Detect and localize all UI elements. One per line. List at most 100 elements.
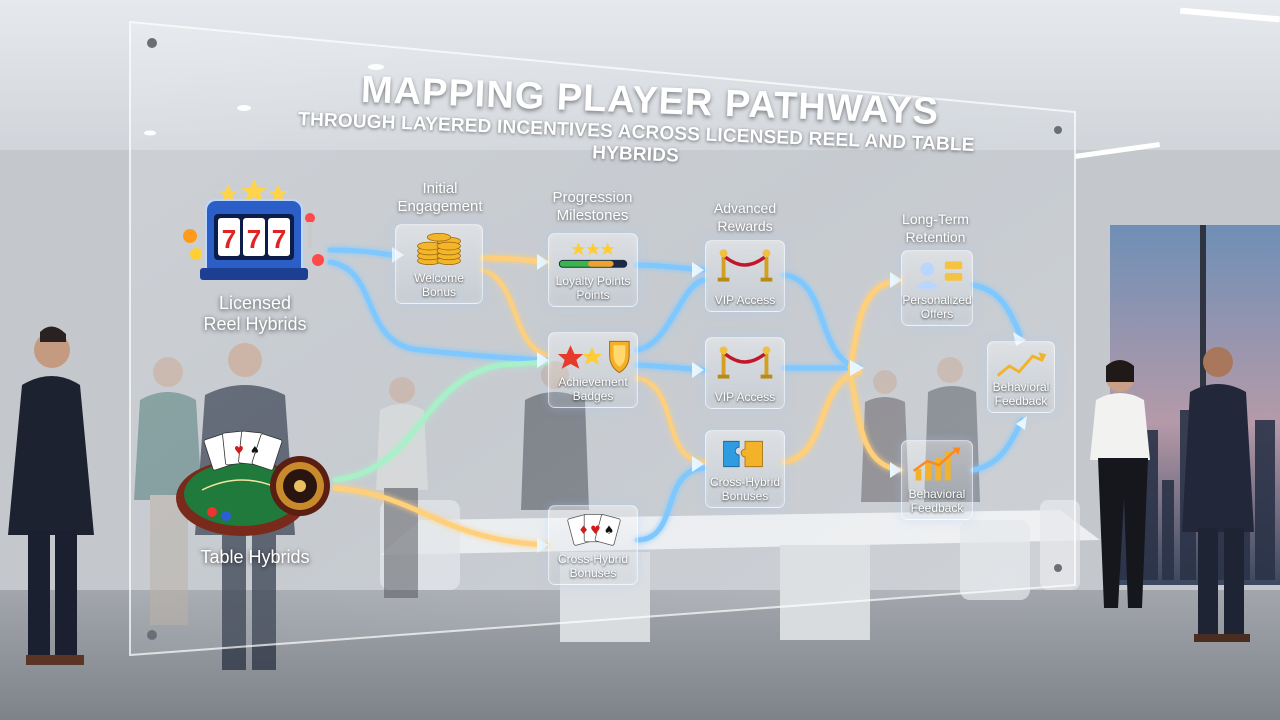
node-label: Welcome (414, 271, 464, 285)
glass-pane (129, 20, 1076, 657)
svg-text:♥: ♥ (590, 523, 601, 537)
arrowhead-icon (1016, 416, 1027, 430)
source-label-line: Licensed (218, 293, 292, 313)
user-profile-icon (915, 261, 963, 289)
node-label: Cross-Hybrid (557, 552, 628, 566)
arrowhead-icon (692, 262, 704, 278)
svg-text:♠: ♠ (250, 444, 260, 457)
stage-label-line: Engagement (397, 198, 483, 215)
node-label: Feedback (994, 394, 1048, 408)
source-table-hybrids: Table Hybrids (200, 547, 310, 567)
stage-label-line: Rewards (717, 218, 773, 234)
arrowhead-icon (850, 360, 864, 376)
svg-text:7: 7 (222, 224, 236, 254)
flow-cross-mid-to-hub (781, 369, 863, 465)
node-label: Loyalty Points (555, 274, 631, 288)
node-label: Bonuses (569, 566, 617, 580)
node-label: Cross-Hybrid (709, 475, 780, 489)
flow-reel-to-achievement (327, 259, 550, 363)
flow-cross-low-to-cross-mid (634, 465, 707, 543)
node-cross-hybrid-bonuses-mid: Cross-Hybrid Bonuses (705, 430, 785, 508)
node-personalized-offers: Personalized Offers (901, 250, 973, 326)
star-progress-icon (558, 242, 628, 268)
velvet-rope-icon (717, 346, 773, 379)
arrowhead-icon (537, 537, 549, 553)
slot-machine-icon: 7 7 7 (183, 179, 324, 280)
stage-label-line: Long-Term (902, 211, 969, 227)
coin-stack-icon (417, 232, 461, 266)
source-licensed-reel-hybrids: Licensed Reel Hybrids (175, 293, 335, 335)
flow-hub-to-feedback-low (847, 369, 903, 473)
node-label: Achievement (558, 375, 628, 389)
velvet-rope-icon (717, 249, 773, 282)
node-label: Bonuses (721, 489, 769, 503)
node-label: Feedback (910, 501, 964, 515)
flow-hub-to-personalized (847, 277, 903, 371)
puzzle-icon (723, 440, 763, 468)
node-label: Badges (572, 389, 614, 403)
stage-label-line: Milestones (556, 207, 629, 224)
node-label: Points (576, 288, 610, 302)
flow-table-to-cross-hybrid (332, 485, 550, 548)
ceiling-light (1075, 142, 1160, 159)
node-label: Behavioral (908, 487, 966, 501)
node-achievement-badges: Achievement Badges (548, 332, 638, 408)
playing-cards-icon: ♦ ♥ ♠ (567, 513, 621, 546)
flow-connectors (327, 247, 1025, 548)
trend-chart-icon (912, 447, 961, 481)
arrowhead-icon (537, 254, 549, 270)
svg-text:♦: ♦ (578, 523, 589, 537)
node-label: Bonus (421, 285, 457, 299)
badge-shield-icon (557, 340, 630, 374)
flow-personalized-to-feedback (970, 282, 1023, 338)
stage-label-line: Advanced (713, 200, 777, 216)
person-right-female (1090, 360, 1150, 608)
arrowhead-icon (692, 362, 704, 378)
node-loyalty-points: Loyalty Points Points (548, 233, 638, 307)
node-label: VIP Access (714, 293, 776, 307)
stage-label-line: Retention (905, 229, 966, 245)
arrowhead-icon (890, 462, 902, 478)
arrowhead-icon (1013, 332, 1026, 346)
svg-text:♥: ♥ (234, 444, 244, 457)
flow-achievement-to-vip-top (634, 277, 707, 353)
node-behavioral-feedback-low: Behavioral Feedback (901, 440, 973, 520)
glass-mount-bolt (1054, 564, 1062, 572)
person-right-male (1182, 347, 1254, 642)
stage-label-line: Initial (422, 180, 458, 197)
arrowhead-icon (537, 352, 549, 368)
arrowhead-icon (890, 272, 902, 288)
node-vip-access-top: VIP Access (705, 240, 785, 312)
glass-mount-bolt (1054, 126, 1062, 134)
arrowhead-icon (692, 456, 704, 472)
node-label: Personalized (902, 293, 972, 307)
ceiling-light (1179, 7, 1280, 23)
flow-welcome-to-achievement (480, 268, 549, 357)
glass-mount-bolt (147, 630, 157, 640)
node-label: Offers (920, 307, 954, 321)
svg-text:7: 7 (247, 224, 261, 254)
flow-vip-top-to-hub (781, 272, 863, 371)
casino-table-icon: ♥ ♠ (176, 430, 330, 536)
node-vip-access-mid: VIP Access (705, 337, 785, 409)
stage-long-term-retention: Long-Term Retention (878, 210, 993, 246)
glass-mount-bolt (147, 38, 157, 48)
node-welcome-bonus: Welcome Bonus (395, 224, 483, 304)
stage-advanced-rewards: Advanced Rewards (685, 199, 805, 235)
flow-feedback-low-to-feedback (970, 417, 1025, 473)
stage-initial-engagement: Initial Engagement (380, 180, 500, 216)
flow-reel-to-welcome (327, 247, 395, 258)
node-label: VIP Access (714, 390, 776, 404)
stage-label-line: Progression (552, 189, 633, 206)
node-behavioral-feedback-right: Behavioral Feedback (987, 341, 1055, 413)
source-label-line: Reel Hybrids (203, 314, 307, 334)
node-cross-hybrid-bonuses-low: ♦ ♥ ♠ Cross-Hybrid Bonuses (548, 505, 638, 585)
flow-table-to-achievement (332, 359, 550, 483)
svg-text:♠: ♠ (604, 523, 615, 537)
flow-achievement-to-cross-mid (635, 376, 706, 464)
person-left-foreground (8, 326, 94, 665)
node-label: Behavioral (992, 380, 1050, 394)
svg-text:7: 7 (272, 224, 286, 254)
trend-chart-icon (996, 352, 1047, 377)
